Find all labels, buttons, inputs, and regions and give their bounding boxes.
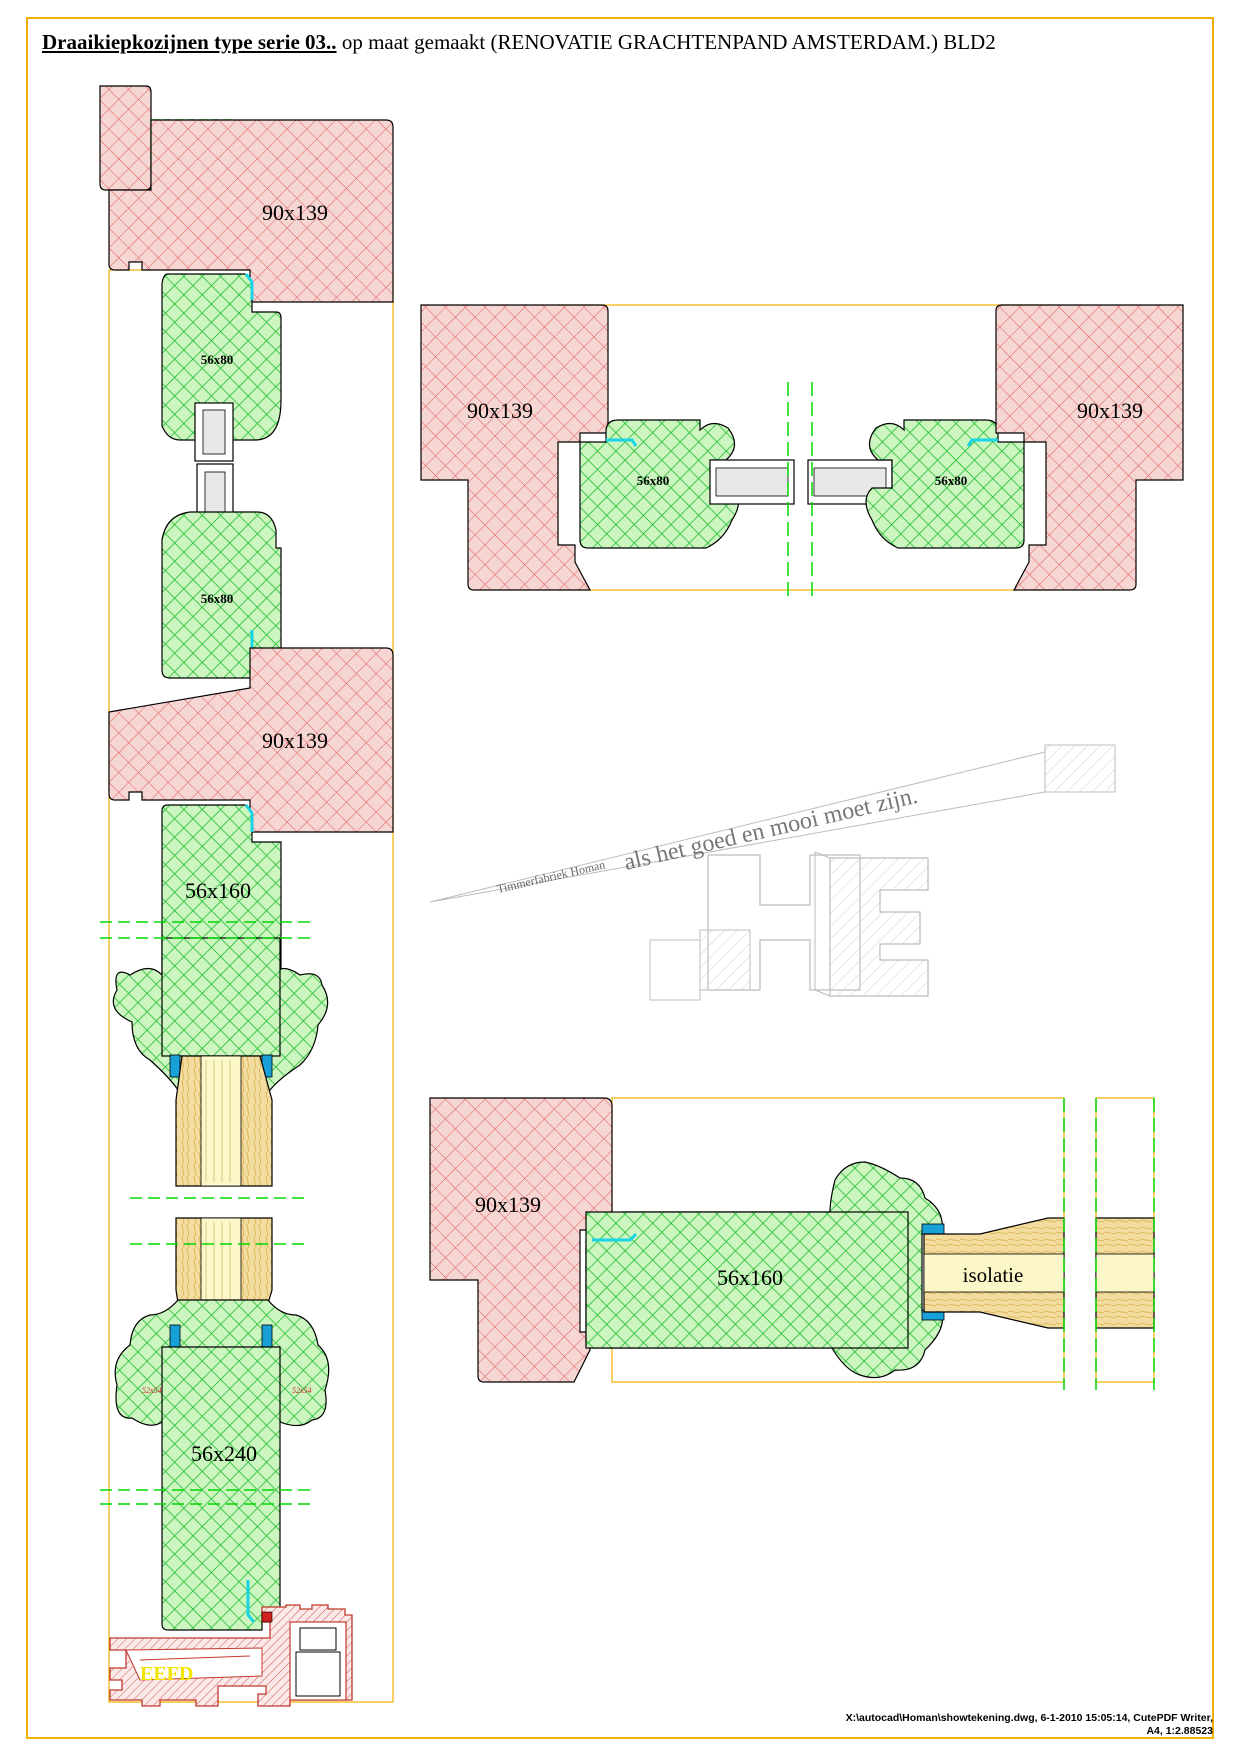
glass-core-horizontal-end <box>1095 1253 1155 1293</box>
sash-56x160-lower-part <box>161 937 281 1057</box>
horizontal-section-bottom: 90x139 56x160 isolatie <box>429 1097 1155 1390</box>
break-lines-top <box>787 382 813 598</box>
label-frame-middle: 90x139 <box>262 728 328 753</box>
title-bold: Draaikiepkozijnen type serie 03.. <box>42 30 337 54</box>
label-small-right: 52x54 <box>292 1386 312 1395</box>
top-cap-block <box>99 85 152 191</box>
sash-upper-56x80 <box>161 273 282 441</box>
label-frame-left: 90x139 <box>467 398 533 423</box>
seal-left <box>606 438 638 447</box>
break-lines-vertical <box>100 921 310 1505</box>
sheet-border <box>26 17 1214 1739</box>
label-sash-lower: 56x80 <box>201 591 234 606</box>
seal-upper <box>244 273 254 300</box>
vertical-section: 90x139 56x80 56x80 90x139 56x160 <box>99 85 394 1707</box>
glass-core-lower-lines <box>205 1222 231 1326</box>
footer-line1: X:\autocad\Homan\showtekening.dwg, 6-1-2… <box>845 1712 1213 1724</box>
footer-plot-info: X:\autocad\Homan\showtekening.dwg, 6-1-2… <box>846 1712 1213 1738</box>
seal-glass-top-h <box>921 1223 945 1235</box>
seal-right <box>966 438 998 447</box>
label-frame-top: 90x139 <box>262 200 328 225</box>
seal-56x160 <box>244 804 254 832</box>
sash-right-56x80 <box>865 419 1025 549</box>
seal-glass-right-2 <box>261 1324 273 1348</box>
frame-top-90x139 <box>108 119 394 303</box>
footer-line2: A4, 1:2.88523 <box>1146 1725 1213 1737</box>
glass-core-upper <box>200 1055 242 1187</box>
seal-glass-left-1 <box>169 1054 181 1078</box>
label-sash-left: 56x80 <box>637 473 670 488</box>
company-logo: Timmerfabriek Homan als het goed en mooi… <box>429 744 1116 1001</box>
label-eefd: EEFD <box>140 1663 193 1685</box>
label-small-left: 52x54 <box>142 1386 162 1395</box>
frame-left-90x139 <box>420 304 609 591</box>
logo-company: Timmerfabriek Homan <box>496 857 607 896</box>
seal-56x240 <box>246 1580 256 1623</box>
label-sash-bottom: 56x160 <box>717 1265 783 1290</box>
eefd-sill <box>109 1604 353 1707</box>
glass-core-horizontal <box>923 1253 1065 1293</box>
horizontal-section-top: 90x139 56x80 56x80 90x139 <box>420 304 1184 598</box>
seal-glass-left-2 <box>169 1324 181 1348</box>
frame-middle-90x139 <box>108 647 394 833</box>
label-sash-right: 56x80 <box>935 473 968 488</box>
glass-core-upper-lines <box>205 1060 231 1182</box>
sash-bottom-56x160-body <box>585 1211 909 1349</box>
label-sash-56x160: 56x160 <box>185 878 251 903</box>
page-title: Draaikiepkozijnen type serie 03.. op maa… <box>42 30 996 55</box>
break-lines-bottom <box>1063 1098 1155 1390</box>
label-sash-upper: 56x80 <box>201 352 234 367</box>
frame-bottom-90x139 <box>429 1097 613 1383</box>
seal-bottom <box>592 1232 638 1242</box>
label-sash-56x240: 56x240 <box>191 1441 257 1466</box>
label-frame-right: 90x139 <box>1077 398 1143 423</box>
label-frame-bottom: 90x139 <box>475 1192 541 1217</box>
sash-56x240 <box>161 1346 281 1631</box>
label-isolatie: isolatie <box>963 1263 1024 1287</box>
glass-unit-left <box>709 459 795 505</box>
frame-right-90x139 <box>995 304 1184 591</box>
title-rest: op maat gemaakt (RENOVATIE GRACHTENPAND … <box>336 30 996 54</box>
